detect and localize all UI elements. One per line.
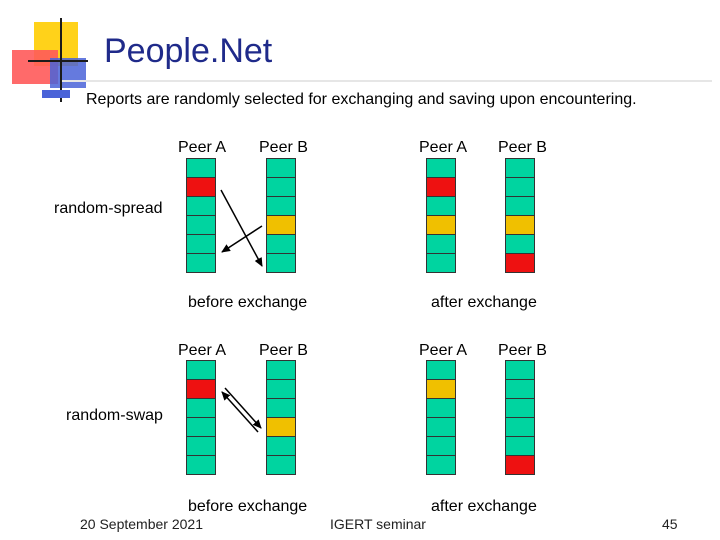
report-cell-green	[186, 455, 216, 475]
after-exchange-caption: after exchange	[431, 294, 537, 311]
intro-text: Reports are randomly selected for exchan…	[86, 91, 637, 108]
report-cell-green	[266, 253, 296, 273]
report-cell-red	[505, 253, 535, 273]
peer-a-stack	[426, 360, 456, 475]
report-cell-green	[186, 253, 216, 273]
report-cell-green	[426, 455, 456, 475]
peer-a-label: Peer A	[419, 342, 468, 359]
peer-b-stack	[505, 360, 535, 475]
peer-a-stack	[186, 158, 216, 273]
peer-a-label: Peer A	[419, 139, 468, 156]
slide-title: People.Net	[104, 32, 273, 70]
peer-b-label: Peer B	[498, 342, 547, 359]
peer-b-label: Peer B	[259, 139, 308, 156]
footer-date: 20 September 2021	[80, 516, 203, 532]
peer-b-label: Peer B	[498, 139, 547, 156]
footer-seminar: IGERT seminar	[330, 516, 426, 532]
peer-b-stack	[266, 158, 296, 273]
title-underline	[62, 80, 712, 82]
swap-arrow-a-to-b	[224, 387, 262, 429]
peer-a-stack	[426, 158, 456, 273]
before-exchange-caption: before exchange	[188, 498, 308, 515]
section-label: random-swap	[66, 407, 163, 424]
report-cell-red	[505, 455, 535, 475]
spread-arrow-a-to-b	[220, 189, 263, 267]
section-label: random-spread	[54, 200, 163, 217]
peer-b-stack	[266, 360, 296, 475]
spread-arrow-b-to-a	[221, 225, 263, 253]
peer-a-stack	[186, 360, 216, 475]
page-number: 45	[662, 516, 678, 532]
deco-accent-bar	[42, 90, 70, 98]
peer-b-stack	[505, 158, 535, 273]
report-cell-green	[426, 253, 456, 273]
swap-arrow-b-to-a	[221, 391, 259, 433]
after-exchange-caption: after exchange	[431, 498, 537, 515]
deco-square-blue	[50, 58, 86, 88]
report-cell-green	[266, 455, 296, 475]
peer-b-label: Peer B	[259, 342, 308, 359]
before-exchange-caption: before exchange	[188, 294, 308, 311]
peer-a-label: Peer A	[178, 342, 227, 359]
peer-a-label: Peer A	[178, 139, 227, 156]
deco-horizontal-line	[28, 60, 88, 62]
